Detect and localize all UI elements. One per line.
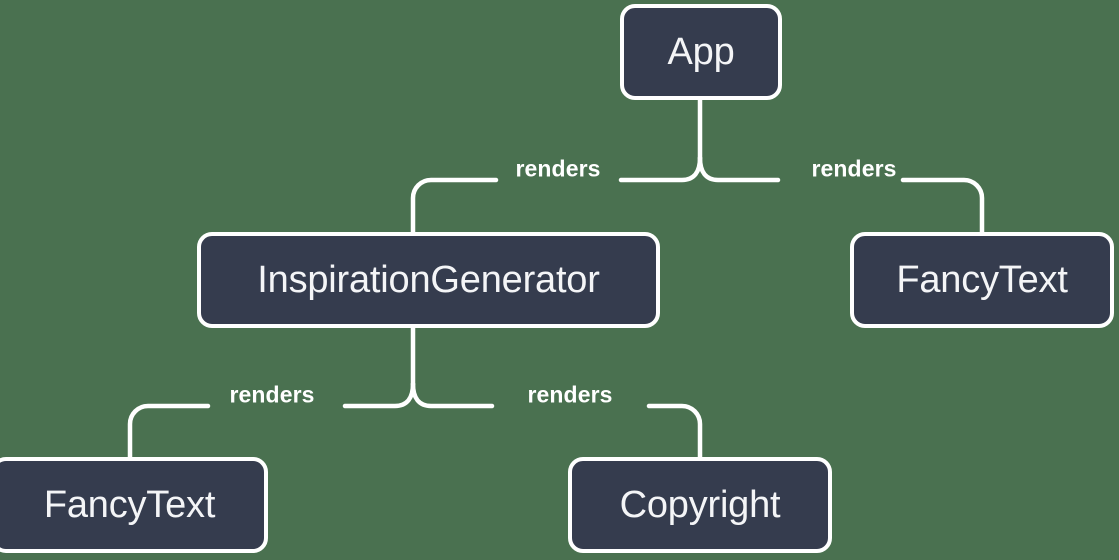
node-inspiration-generator-label: InspirationGenerator bbox=[257, 259, 600, 301]
node-fancy-text-right[interactable]: FancyText bbox=[850, 232, 1114, 328]
edge-label-app-to-fancytext-right: renders bbox=[811, 155, 897, 182]
edge-app-to-fancytext-right bbox=[900, 177, 985, 235]
node-fancy-text-bottom-label: FancyText bbox=[43, 484, 216, 526]
edge-inspiration-to-copyright bbox=[646, 403, 703, 460]
node-app[interactable]: App bbox=[620, 4, 782, 100]
node-copyright[interactable]: Copyright bbox=[568, 457, 832, 553]
node-fancy-text-right-label: FancyText bbox=[896, 259, 1068, 301]
node-inspiration-generator[interactable]: InspirationGenerator bbox=[197, 232, 660, 328]
edge-inspiration-junction-left bbox=[342, 381, 416, 409]
edge-app-junction-left bbox=[618, 155, 703, 183]
node-copyright-label: Copyright bbox=[619, 484, 781, 526]
edge-inspiration-junction-right bbox=[410, 381, 495, 409]
edge-inspiration-to-fancytext-bottom bbox=[127, 403, 211, 460]
edge-app-to-inspiration bbox=[410, 177, 499, 235]
node-app-label: App bbox=[667, 31, 735, 73]
edge-app-junction-right bbox=[697, 155, 781, 183]
edge-label-inspiration-to-fancytext-bottom: renders bbox=[229, 381, 315, 408]
edge-label-app-to-inspiration: renders bbox=[515, 155, 601, 182]
node-fancy-text-bottom[interactable]: FancyText bbox=[0, 457, 268, 553]
edge-label-inspiration-to-copyright: renders bbox=[527, 381, 613, 408]
